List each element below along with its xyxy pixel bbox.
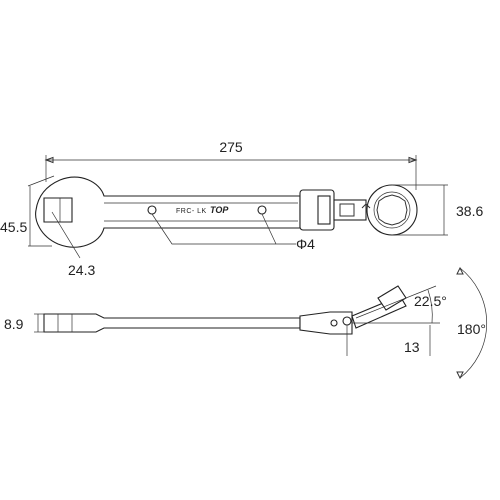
dimension-flex-angle: 22.5°	[355, 285, 447, 324]
model-marking: FRC- LK	[176, 208, 207, 215]
side-joint	[299, 311, 353, 335]
dimension-open-head: 45.5	[0, 175, 55, 247]
dimension-holes: Φ4	[151, 213, 315, 252]
dimension-pivot-offset: 13	[346, 325, 431, 356]
open-jaw	[43, 197, 73, 223]
dimension-overall-length: 275	[44, 139, 418, 190]
hole-diameter-label: Φ4	[296, 236, 315, 252]
pivot-offset-label: 13	[404, 339, 420, 355]
ring-inner-circle	[373, 191, 411, 229]
dimension-jaw: 24.3	[51, 211, 95, 278]
overall-length-label: 275	[219, 139, 243, 155]
rotation-angle-label: 180°	[457, 321, 486, 337]
ring-12-point	[376, 194, 408, 226]
hole-left	[147, 205, 157, 215]
open-end-head	[35, 176, 301, 248]
side-pivot-left	[330, 319, 338, 327]
brand-logo: TOP	[210, 205, 229, 215]
flex-angle-label: 22.5°	[414, 293, 447, 309]
dimension-ring-head: 38.6	[392, 184, 483, 236]
side-open-end	[43, 313, 301, 333]
direction-arrow-icon	[361, 203, 371, 216]
ring-head	[366, 184, 418, 236]
thickness-label: 8.9	[4, 316, 24, 332]
wrench-side-view	[43, 285, 440, 335]
jaw-size-label: 24.3	[68, 262, 95, 278]
hole-right	[257, 205, 267, 215]
flex-joint-knuckle	[317, 195, 331, 225]
dimension-thickness: 8.9	[4, 313, 44, 333]
ring-head-width-label: 38.6	[456, 203, 483, 219]
wrench-top-view: FRC- LK TOP	[35, 176, 418, 248]
open-head-width-label: 45.5	[0, 219, 27, 235]
ratchet-lever	[339, 203, 355, 217]
side-pivot-right	[342, 316, 352, 326]
ratchet-neck	[333, 199, 367, 221]
dimension-rotation: 180°	[456, 266, 487, 380]
